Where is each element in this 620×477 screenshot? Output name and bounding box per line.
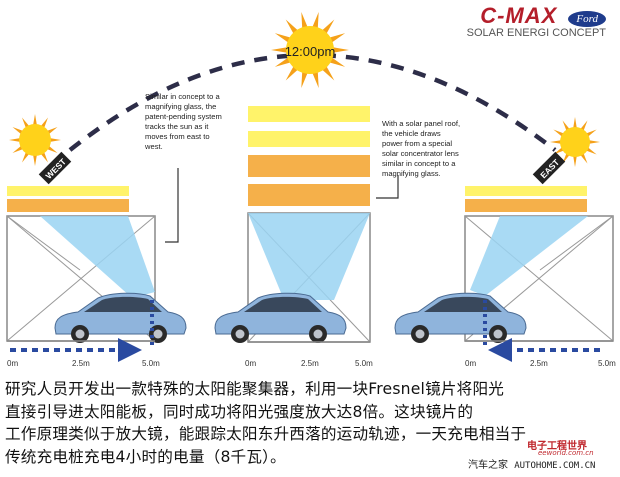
lens-stripe	[248, 131, 370, 147]
note-line: tracks the sun as it	[145, 122, 209, 131]
note-line: power from a special	[382, 139, 452, 148]
note-line: the vehicle draws	[382, 129, 441, 138]
lens-stripe	[248, 184, 370, 206]
lens-stripe	[465, 186, 587, 196]
brand-logo: C-MAX Ford SOLAR ENERGI CONCEPT	[467, 3, 606, 39]
caption-line: 直接引导进太阳能板，同时成功将阳光强度放大达8倍。这块镜片的	[5, 402, 474, 421]
lens-stripe	[248, 106, 370, 122]
car-image	[214, 292, 347, 343]
watermark-eeworld-cn: 电子工程世界	[527, 441, 587, 452]
station-noon: 0m 2.5m 5.0m	[214, 106, 373, 368]
caption-line: 传统充电桩充电4小时的电量（8千瓦）。	[5, 447, 286, 466]
lens-stripe	[465, 199, 587, 212]
car-image	[394, 292, 527, 343]
note-line: solar concentrator lens	[382, 149, 459, 158]
lens-stripe	[7, 186, 129, 196]
scale-start: 0m	[245, 359, 256, 368]
light-beam	[248, 213, 370, 300]
note-line: magnifying glass.	[382, 169, 441, 178]
station-west: 0m 2.5m 5.0m	[6, 186, 187, 368]
brand-name: C-MAX	[480, 3, 558, 28]
sun-noon-icon	[271, 11, 349, 89]
scale-end: 5.0m	[355, 359, 373, 368]
brand-subtitle: SOLAR ENERGI CONCEPT	[466, 27, 606, 39]
scale-start: 0m	[7, 359, 18, 368]
scale-end: 5.0m	[598, 359, 616, 368]
station-east: 0m 2.5m 5.0m	[394, 186, 616, 368]
ford-logo: Ford	[568, 10, 606, 27]
watermark-eeworld: 电子工程世界	[527, 437, 587, 452]
note-line: similar in concept to a	[382, 159, 456, 168]
time-label: 12:00pm	[285, 44, 336, 59]
caption-line: 工作原理类似于放大镜，能跟踪太阳东升西落的运动轨迹，一天充电相当于	[5, 425, 527, 443]
note-line: With a solar panel roof,	[382, 119, 460, 128]
watermark-autohome-cn: 汽车之家	[468, 460, 508, 471]
note-right: With a solar panel roof, the vehicle dra…	[382, 119, 460, 178]
note-leader-right	[376, 175, 399, 199]
scale-mid: 2.5m	[530, 359, 548, 368]
note-line: west.	[144, 142, 163, 151]
note-leader-left	[165, 168, 179, 243]
note-line: patent-pending system	[145, 112, 222, 121]
watermark-autohome-en: AUTOHOME.COM.CN	[514, 461, 596, 471]
note-line: magnifying glass, the	[145, 102, 216, 111]
scale-end: 5.0m	[142, 359, 160, 368]
caption-line: 研究人员开发出一款特殊的太阳能聚集器，利用一块Fresnel镜片将阳光	[5, 380, 505, 398]
watermark-eeworld-url: eeworld.com.cn	[538, 449, 594, 457]
east-tag	[532, 151, 566, 185]
west-tag	[38, 151, 72, 185]
note-line: Similar in concept to a	[145, 92, 220, 101]
watermark-autohome: 汽车之家 AUTOHOME.COM.CN	[468, 456, 595, 471]
light-beam	[470, 216, 588, 296]
note-line: moves from east to	[145, 132, 210, 141]
light-beam	[40, 216, 155, 298]
scale-mid: 2.5m	[301, 359, 319, 368]
car-image	[54, 292, 187, 343]
scale-start: 0m	[465, 359, 476, 368]
caption-text: 研究人员开发出一款特殊的太阳能聚集器，利用一块Fresnel镜片将阳光 直接引导…	[5, 378, 617, 468]
lens-stripe	[7, 199, 129, 212]
lens-stripe	[248, 155, 370, 177]
note-left: Similar in concept to a magnifying glass…	[144, 92, 222, 151]
sun-west-icon	[9, 114, 61, 166]
scale-mid: 2.5m	[72, 359, 90, 368]
